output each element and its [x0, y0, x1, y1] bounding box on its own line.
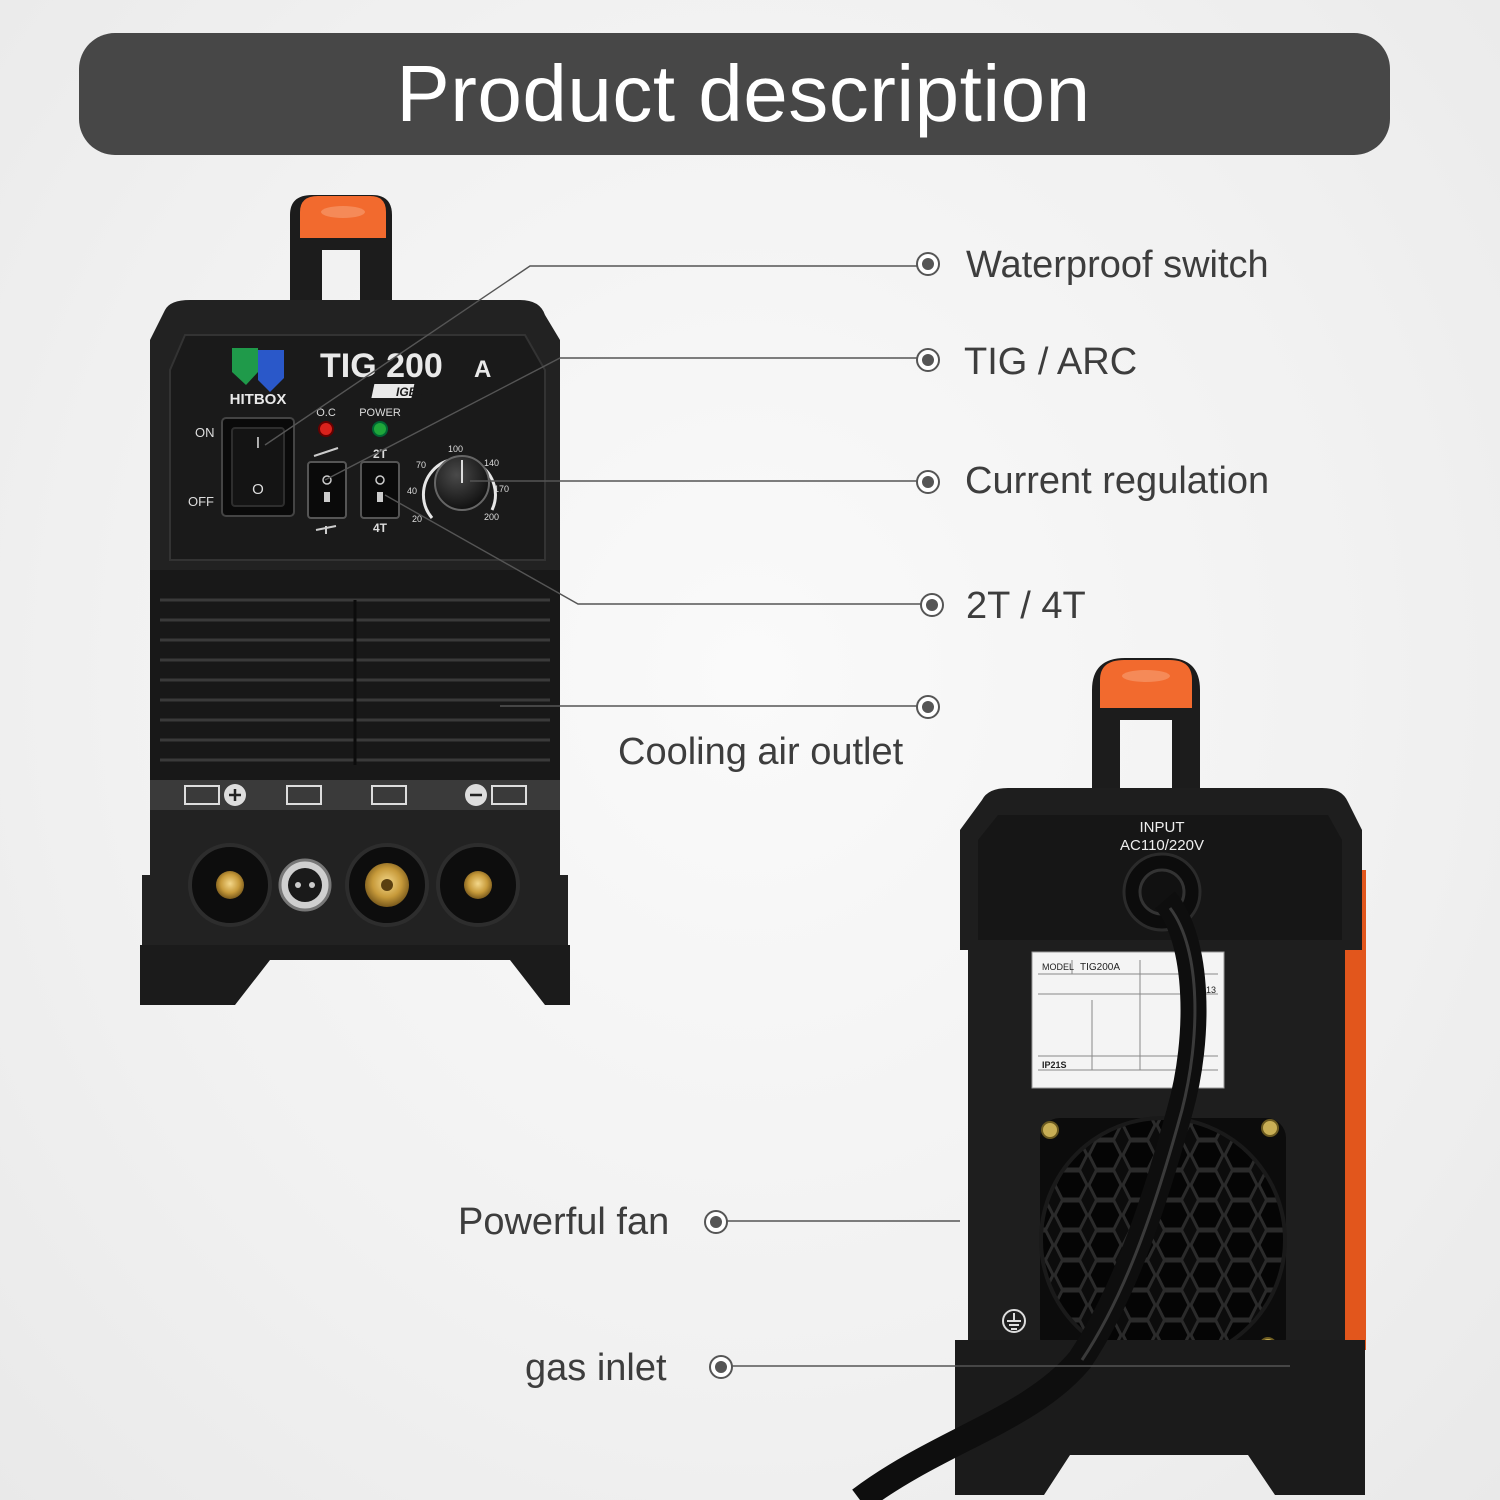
ground-icon — [1002, 1309, 1026, 1333]
marker-icon — [704, 1210, 728, 1234]
power-cable — [852, 852, 1207, 1500]
dial-mark-170: 170 — [494, 484, 509, 494]
page-title: Product description — [396, 49, 1091, 138]
rear-welder-unit: INPUT AC110/220V MODEL TIG200A 2013 IP21… — [852, 658, 1366, 1500]
mode-2t-4t-switch[interactable] — [360, 461, 400, 519]
mode-2t-label: 2T — [373, 447, 388, 461]
rocker-on-mark: I — [256, 435, 260, 452]
torch-icon — [313, 447, 339, 457]
fan-screw — [1041, 1121, 1059, 1139]
callout-current-regulation: Current regulation — [965, 460, 1270, 502]
hitbox-logo — [232, 348, 284, 392]
marker-icon — [916, 695, 940, 719]
callout-markers — [704, 252, 944, 1379]
dial-mark-20: 20 — [412, 514, 422, 524]
callout-cooling-air-outlet: Cooling air outlet — [618, 731, 904, 773]
oc-label: O.C — [316, 407, 336, 419]
dial-scale: 20 40 70 100 140 170 200 — [407, 444, 509, 524]
header-banner: Product description — [79, 33, 1390, 155]
rocker-off-mark: O — [252, 481, 264, 498]
electrode-icon — [315, 525, 337, 534]
callout-tig-arc: TIG / ARC — [964, 341, 1138, 383]
rear-handle-grip — [1100, 660, 1192, 708]
marker-icon — [920, 593, 944, 617]
plate-rating: IP21S — [1042, 1060, 1067, 1070]
power-label: POWER — [359, 407, 401, 419]
tig-arc-switch[interactable] — [307, 461, 347, 519]
dial-mark-100: 100 — [448, 444, 463, 454]
electrode-holder-icon — [491, 785, 527, 805]
input-label: INPUT — [1140, 819, 1185, 836]
marker-icon — [916, 348, 940, 372]
torch-control-socket[interactable] — [278, 858, 332, 912]
marker-icon — [916, 252, 940, 276]
plate-model-label: MODEL — [1042, 962, 1074, 972]
tig-torch-icon — [371, 785, 407, 805]
leader-lines — [264, 265, 1290, 1367]
marker-icon — [916, 470, 940, 494]
power-rocker-switch[interactable]: I O — [221, 417, 295, 517]
dial-mark-200: 200 — [484, 512, 499, 522]
positive-terminal[interactable] — [188, 843, 272, 927]
voltage-label: AC110/220V — [1120, 837, 1204, 854]
dial-mark-70: 70 — [416, 460, 426, 470]
plate-year: 2013 — [1196, 985, 1216, 995]
callout-gas-inlet: gas inlet — [525, 1347, 667, 1389]
marker-icon — [709, 1355, 733, 1379]
negative-terminal[interactable] — [436, 843, 520, 927]
switch-off-label: OFF — [188, 494, 214, 509]
switch-on-label: ON — [195, 425, 215, 440]
front-welder-unit: HITBOX TIG 200 A IGBT ON OFF I O O.C POW… — [140, 195, 570, 1005]
model-suffix: A — [474, 356, 491, 383]
dial-mark-140: 140 — [484, 458, 499, 468]
igbt-badge: IGBT — [396, 385, 426, 399]
gas-output-connector[interactable] — [345, 843, 429, 927]
mode-4t-label: 4T — [373, 521, 388, 535]
current-regulation-dial[interactable] — [421, 455, 497, 519]
fan-screw — [1261, 1119, 1279, 1137]
callout-waterproof-switch: Waterproof switch — [966, 244, 1269, 286]
power-indicator-light — [372, 421, 388, 437]
oc-indicator-light — [318, 421, 334, 437]
dial-mark-40: 40 — [407, 486, 417, 496]
torch-control-icon — [286, 785, 322, 805]
callout-2t-4t: 2T / 4T — [966, 585, 1086, 627]
plate-model-value: TIG200A — [1080, 962, 1120, 973]
callout-powerful-fan: Powerful fan — [458, 1201, 670, 1243]
brand-label: HITBOX — [230, 391, 287, 408]
earth-clamp-icon — [184, 785, 220, 805]
